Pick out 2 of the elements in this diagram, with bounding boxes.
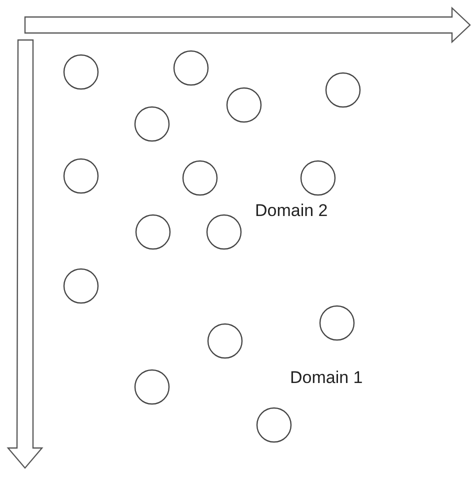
domain-label: Domain 2: [255, 201, 328, 221]
domain-label: Domain 1: [290, 368, 363, 388]
